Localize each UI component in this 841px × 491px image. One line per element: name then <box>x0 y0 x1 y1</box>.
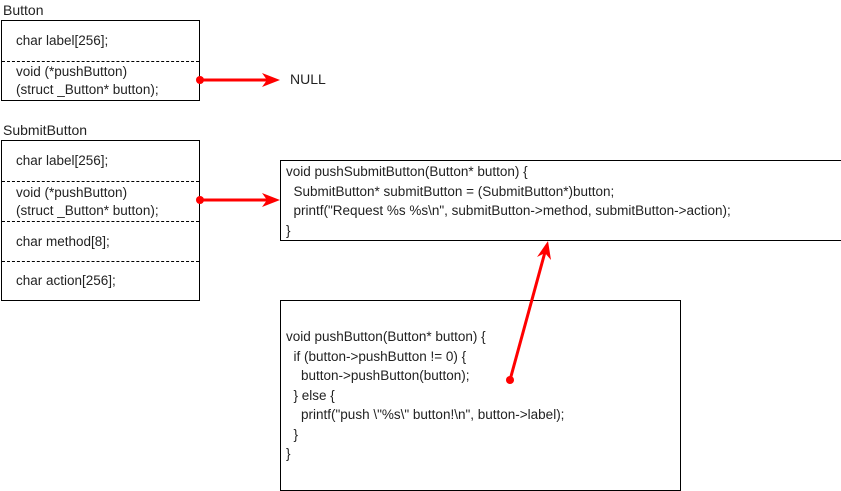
push-submit-button-code: void pushSubmitButton(Button* button) { … <box>280 160 841 241</box>
field-push-button: void (*pushButton) (struct _Button* butt… <box>2 181 199 221</box>
button-struct-box: char label[256]; void (*pushButton) (str… <box>1 20 200 101</box>
field-text: char label[256]; <box>16 33 109 48</box>
code-line: printf("Request %s %s\n", submitButton->… <box>286 203 731 218</box>
field-text: void (*pushButton) (struct _Button* butt… <box>16 184 159 218</box>
button-struct-title: Button <box>3 2 44 18</box>
code-line: } else { <box>286 387 335 403</box>
field-text: void (*pushButton) (struct _Button* butt… <box>16 64 159 97</box>
arrowhead <box>262 193 280 207</box>
submit-struct-box: char label[256]; void (*pushButton) (str… <box>1 140 200 301</box>
field-text: char method[8]; <box>16 233 110 249</box>
arrow-line <box>508 251 547 381</box>
null-label: NULL <box>290 71 326 87</box>
code-line: void pushSubmitButton(Button* button) { <box>286 164 528 179</box>
code-line: } <box>286 222 291 238</box>
arrow-call-dispatch <box>506 241 551 384</box>
arrowhead <box>262 73 280 87</box>
code-line: button->pushButton(button); <box>286 368 470 383</box>
field-text: char action[256]; <box>16 273 116 288</box>
field-method: char method[8]; <box>2 221 199 261</box>
field-action: char action[256]; <box>2 261 199 300</box>
code-line: } <box>286 446 291 461</box>
code-line: void pushButton(Button* button) { <box>286 329 486 344</box>
code-line: if (button->pushButton != 0) { <box>286 348 467 364</box>
field-push-button: void (*pushButton) (struct _Button* butt… <box>2 61 199 100</box>
code-line: } <box>286 426 299 442</box>
submit-struct-title: SubmitButton <box>3 122 88 138</box>
field-label: char label[256]; <box>2 21 199 61</box>
field-text: char label[256]; <box>16 153 109 168</box>
arrowhead <box>537 241 551 260</box>
arrow-to-push-submit <box>196 193 280 207</box>
code-line: printf("push \"%s\" button!\n", button->… <box>286 407 565 422</box>
arrow-null <box>196 73 280 87</box>
field-label: char label[256]; <box>2 141 199 181</box>
code-line: SubmitButton* submitButton = (SubmitButt… <box>286 183 615 199</box>
